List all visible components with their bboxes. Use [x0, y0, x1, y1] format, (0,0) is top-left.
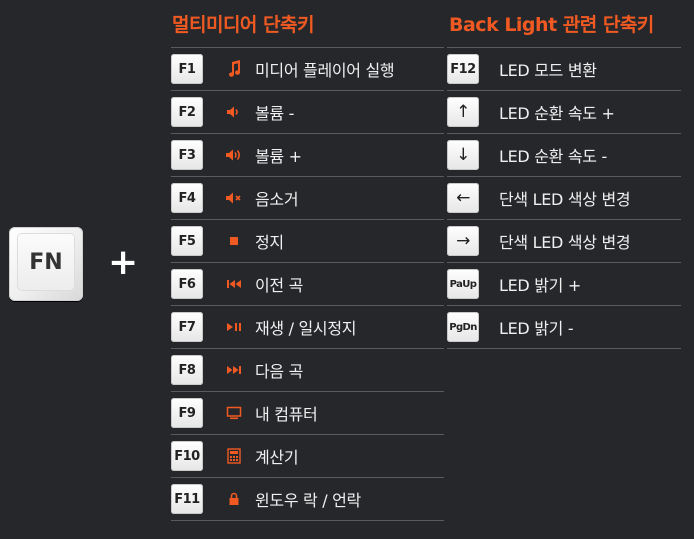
key-cap: F3: [171, 140, 203, 170]
shortcut-label: 단색 LED 색상 변경: [499, 233, 631, 252]
arrow-down-key: ↓: [447, 140, 479, 170]
shortcut-row-f5: F5 정지: [171, 219, 444, 262]
shortcut-row-f11: F11 윈도우 락 / 언락: [171, 477, 444, 521]
key-cap: F6: [171, 269, 203, 299]
shortcut-row-f10: F10 계산기: [171, 434, 444, 477]
shortcut-label: 미디어 플레이어 실행: [255, 61, 395, 80]
next-track-icon: [223, 359, 245, 381]
shortcut-row-arrow-down: ↓ LED 순환 속도 -: [447, 133, 681, 176]
shortcut-label: LED 밝기 +: [499, 276, 581, 295]
backlight-heading: Back Light 관련 단축키: [449, 14, 654, 36]
mute-icon: [223, 187, 245, 209]
shortcut-label: LED 순환 속도 +: [499, 104, 615, 123]
shortcut-row-arrow-right: → 단색 LED 색상 변경: [447, 219, 681, 262]
key-cap: F2: [171, 97, 203, 127]
lock-icon: [223, 488, 245, 510]
shortcut-label: 윈도우 락 / 언락: [255, 491, 361, 510]
key-cap: F11: [171, 484, 203, 514]
shortcut-row-f8: F8 다음 곡: [171, 348, 444, 391]
previous-track-icon: [223, 273, 245, 295]
arrow-left-key: ←: [447, 183, 479, 213]
fn-key: FN: [9, 227, 83, 301]
backlight-shortcut-list: F12 LED 모드 변환 ↑ LED 순환 속도 + ↓ LED 순환 속도 …: [447, 47, 681, 349]
shortcut-row-f2: F2 볼륨 -: [171, 90, 444, 133]
music-note-icon: [223, 58, 245, 80]
shortcut-label: 계산기: [255, 448, 299, 467]
key-cap: F9: [171, 398, 203, 428]
multimedia-heading: 멀티미디어 단축키: [172, 14, 314, 36]
shortcut-label: 볼륨 +: [255, 147, 302, 166]
shortcut-row-f1: F1 미디어 플레이어 실행: [171, 47, 444, 90]
multimedia-shortcut-list: F1 미디어 플레이어 실행 F2 볼륨 - F3 볼륨 + F4 음소거 F5…: [171, 47, 444, 521]
arrow-up-key: ↑: [447, 97, 479, 127]
shortcut-label: 볼륨 -: [255, 104, 295, 123]
key-cap: F8: [171, 355, 203, 385]
play-pause-icon: [223, 316, 245, 338]
key-cap: F5: [171, 226, 203, 256]
shortcut-label: LED 모드 변환: [499, 61, 597, 80]
shortcut-row-f3: F3 볼륨 +: [171, 133, 444, 176]
shortcut-label: LED 밝기 -: [499, 319, 574, 338]
shortcut-row-f6: F6 이전 곡: [171, 262, 444, 305]
shortcut-row-f4: F4 음소거: [171, 176, 444, 219]
volume-up-icon: [223, 144, 245, 166]
stop-icon: [223, 230, 245, 252]
page-up-key: PaUp: [447, 269, 479, 299]
key-cap: F7: [171, 312, 203, 342]
shortcut-row-f9: F9 내 컴퓨터: [171, 391, 444, 434]
shortcut-row-arrow-left: ← 단색 LED 색상 변경: [447, 176, 681, 219]
shortcut-row-arrow-up: ↑ LED 순환 속도 +: [447, 90, 681, 133]
fn-key-label: FN: [18, 234, 74, 290]
shortcut-row-page-up: PaUp LED 밝기 +: [447, 262, 681, 305]
monitor-icon: [223, 402, 245, 424]
plus-sign: +: [108, 242, 139, 283]
page-down-key: PgDn: [447, 312, 479, 342]
shortcut-label: 다음 곡: [255, 362, 304, 381]
shortcut-label: 재생 / 일시정지: [255, 319, 357, 338]
shortcut-label: 이전 곡: [255, 276, 304, 295]
key-cap: F12: [447, 54, 479, 84]
shortcut-label: LED 순환 속도 -: [499, 147, 607, 166]
shortcut-label: 음소거: [255, 190, 299, 209]
volume-down-icon: [223, 101, 245, 123]
shortcut-label: 정지: [255, 233, 284, 252]
shortcut-row-f7: F7 재생 / 일시정지: [171, 305, 444, 348]
key-cap: F1: [171, 54, 203, 84]
calculator-icon: [223, 445, 245, 467]
shortcut-label: 내 컴퓨터: [255, 405, 318, 424]
shortcut-label: 단색 LED 색상 변경: [499, 190, 631, 209]
key-cap: F10: [171, 441, 203, 471]
shortcut-row-page-down: PgDn LED 밝기 -: [447, 305, 681, 349]
shortcut-row-f12: F12 LED 모드 변환: [447, 47, 681, 90]
arrow-right-key: →: [447, 226, 479, 256]
key-cap: F4: [171, 183, 203, 213]
